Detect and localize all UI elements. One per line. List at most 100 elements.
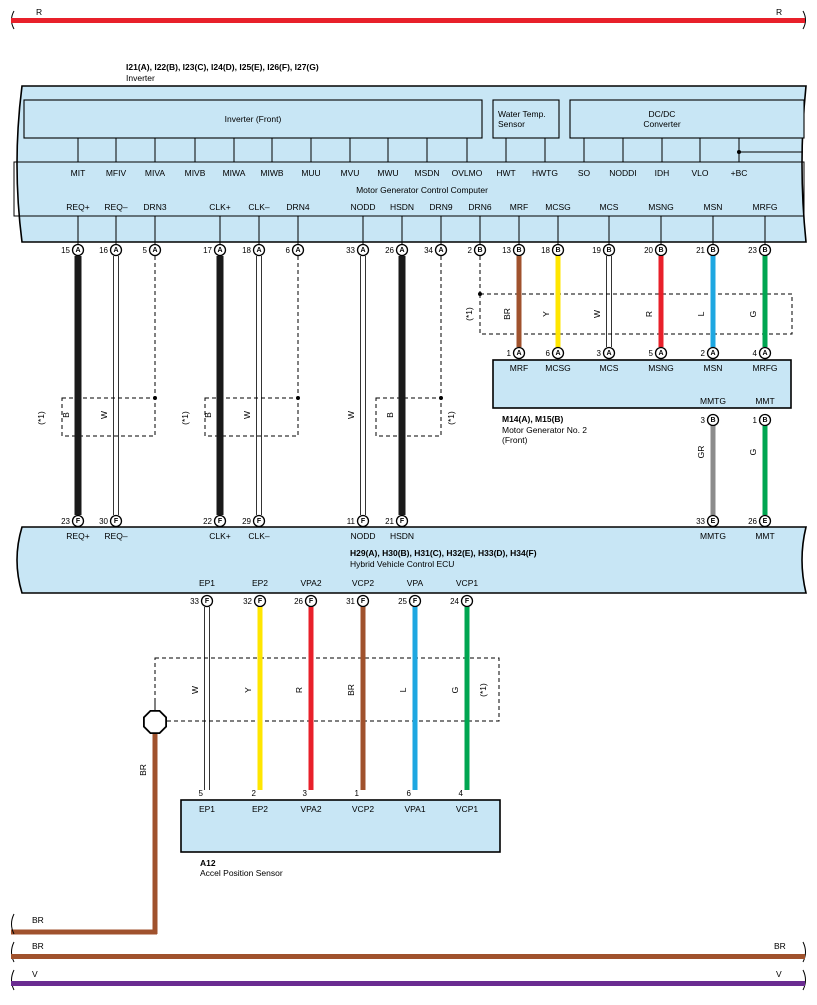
wire-color-code: G — [450, 687, 460, 694]
inverter-name: Inverter — [126, 73, 155, 83]
wire-color-code: W — [190, 686, 200, 694]
pin-signal-label: MRFG — [752, 202, 777, 212]
ground-branch-label: BR — [32, 915, 44, 925]
ecu-pin: F25 — [398, 594, 422, 608]
wire-color-code: Y — [243, 687, 253, 693]
pin-signal-label: MCSG — [545, 202, 571, 212]
internal-signal-label: MIWA — [223, 168, 246, 178]
connector-letter: A — [75, 247, 80, 254]
dcdc-label-1: DC/DC — [649, 109, 676, 119]
pin-signal-label: MMT — [755, 531, 774, 541]
pin-signal-label: DRN3 — [143, 202, 166, 212]
pin-number: 33 — [190, 597, 199, 606]
internal-signal-label: MUU — [301, 168, 320, 178]
pin-number: 6 — [286, 246, 291, 255]
wire-color-code: R — [294, 687, 304, 693]
pin-signal-label: MMTG — [700, 396, 726, 406]
v-line-label-left: V — [32, 969, 38, 979]
ground-lines: BR BR BR V V — [11, 913, 806, 991]
wire-segment — [360, 256, 366, 515]
wire-segment — [74, 256, 82, 515]
pin-number: 3 — [597, 349, 602, 358]
wire-color-code: L — [696, 311, 706, 316]
pin-signal-label: MRF — [510, 363, 528, 373]
shield-note: (*1) — [464, 307, 474, 321]
pin-number: 2 — [252, 789, 257, 798]
water-temp-label-2: Sensor — [498, 119, 525, 129]
dcdc-label-2: Converter — [643, 119, 680, 129]
pin-signal-label: VPA1 — [404, 804, 425, 814]
connector-letter: B — [762, 417, 767, 424]
connector-letter: A — [217, 247, 222, 254]
connector-letter: F — [76, 518, 81, 525]
pin-signal-label: EP2 — [252, 804, 268, 814]
wire-segment — [308, 607, 314, 790]
pin-number: 6 — [407, 789, 412, 798]
wire-segment — [516, 256, 522, 347]
wire-segment — [113, 256, 119, 515]
pin-number: 5 — [199, 789, 204, 798]
pin-number: 25 — [398, 597, 407, 606]
pin-signal-label: HSDN — [390, 531, 414, 541]
pin-signal-label: REQ+ — [66, 202, 89, 212]
wire-segment — [762, 256, 768, 347]
pin-signal-label: VPA — [407, 578, 424, 588]
ecu-name: Hybrid Vehicle Control ECU — [350, 559, 454, 569]
mg2-pin: A3 — [597, 346, 616, 360]
inverter-pin: A6 — [286, 243, 305, 257]
ground-main-label-left: BR — [32, 941, 44, 951]
internal-signal-label: MIWB — [260, 168, 283, 178]
connector-letter: B — [762, 247, 767, 254]
internal-signal-label: +BC — [731, 168, 748, 178]
ecu-pin: F30 — [99, 514, 123, 528]
ecu-connector-ids: H29(A), H30(B), H31(C), H32(E), H33(D), … — [350, 548, 537, 558]
pin-number: 17 — [203, 246, 212, 255]
internal-signal-label: SO — [578, 168, 591, 178]
internal-signal-label: MIVA — [145, 168, 165, 178]
v-line-label-right: V — [776, 969, 782, 979]
mg2-pin: A6 — [546, 346, 565, 360]
connector-letter: B — [477, 247, 482, 254]
ecu-pin: F22 — [203, 514, 227, 528]
pin-signal-label: MCSG — [545, 363, 571, 373]
pin-signal-label: MSN — [704, 363, 723, 373]
pin-number: 16 — [99, 246, 108, 255]
wire-color-code: W — [242, 411, 252, 419]
internal-signal-label: MIT — [71, 168, 86, 178]
pin-number: 2 — [468, 246, 473, 255]
wire-color-code: B — [385, 412, 395, 418]
wire-label-left: R — [36, 7, 42, 17]
internal-signal-label: MFIV — [106, 168, 127, 178]
pin-signal-label: REQ+ — [66, 531, 89, 541]
pin-number: 34 — [424, 246, 433, 255]
pin-signal-label: CLK+ — [209, 202, 231, 212]
ecu-pin: F 23 — [61, 514, 85, 528]
ecu-pin: F26 — [294, 594, 318, 608]
connector-letter: A — [555, 350, 560, 357]
pin-signal-label: VCP1 — [456, 578, 478, 588]
inverter-pin: B13 — [502, 243, 526, 257]
wire-segment — [762, 426, 768, 515]
internal-signal-label: MVU — [341, 168, 360, 178]
pin-number: 1 — [507, 349, 512, 358]
splice-point — [142, 710, 168, 734]
pin-number: 19 — [592, 246, 601, 255]
connector-letter: A — [256, 247, 261, 254]
mg2-pin: B3 — [701, 413, 720, 427]
pin-number: 6 — [546, 349, 551, 358]
shield-note: (*1) — [36, 411, 46, 425]
pin-number: 29 — [242, 517, 251, 526]
pin-number: 23 — [61, 517, 70, 526]
mg2-pin: A4 — [753, 346, 772, 360]
ecu-pin: F32 — [243, 594, 267, 608]
pin-signal-label: VCP1 — [456, 804, 478, 814]
mg2-name-1: Motor Generator No. 2 — [502, 425, 587, 435]
wire-color-code: B — [61, 412, 71, 418]
wire-color-code: BR — [502, 308, 512, 320]
internal-signal-label: IDH — [655, 168, 670, 178]
